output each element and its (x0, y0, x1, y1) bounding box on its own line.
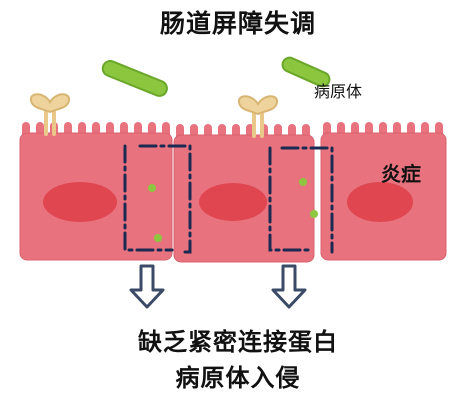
nucleus (43, 182, 117, 222)
caption-line-1: 缺乏紧密连接蛋白 (138, 328, 338, 356)
bacteria-icon (281, 56, 331, 88)
down-arrow-icon (271, 264, 307, 309)
pathogen-particles (148, 178, 318, 242)
tight-junction-gap (123, 144, 334, 254)
receptor-icon (238, 95, 278, 138)
receptor-icon (30, 93, 70, 136)
caption-line-2: 病原体入侵 (175, 364, 301, 392)
nucleus (199, 183, 267, 221)
nucleus (347, 182, 413, 222)
epithelial-cell (19, 122, 173, 261)
epithelial-cell (320, 122, 447, 261)
down-arrow-icon (129, 264, 165, 309)
epithelial-cell (173, 124, 315, 263)
inflammation-label: 炎症 (381, 162, 421, 186)
diagram-title: 肠道屏障失调 (159, 9, 316, 38)
bacteria-icon (101, 60, 168, 97)
pathogen-label: 病原体 (314, 82, 363, 101)
